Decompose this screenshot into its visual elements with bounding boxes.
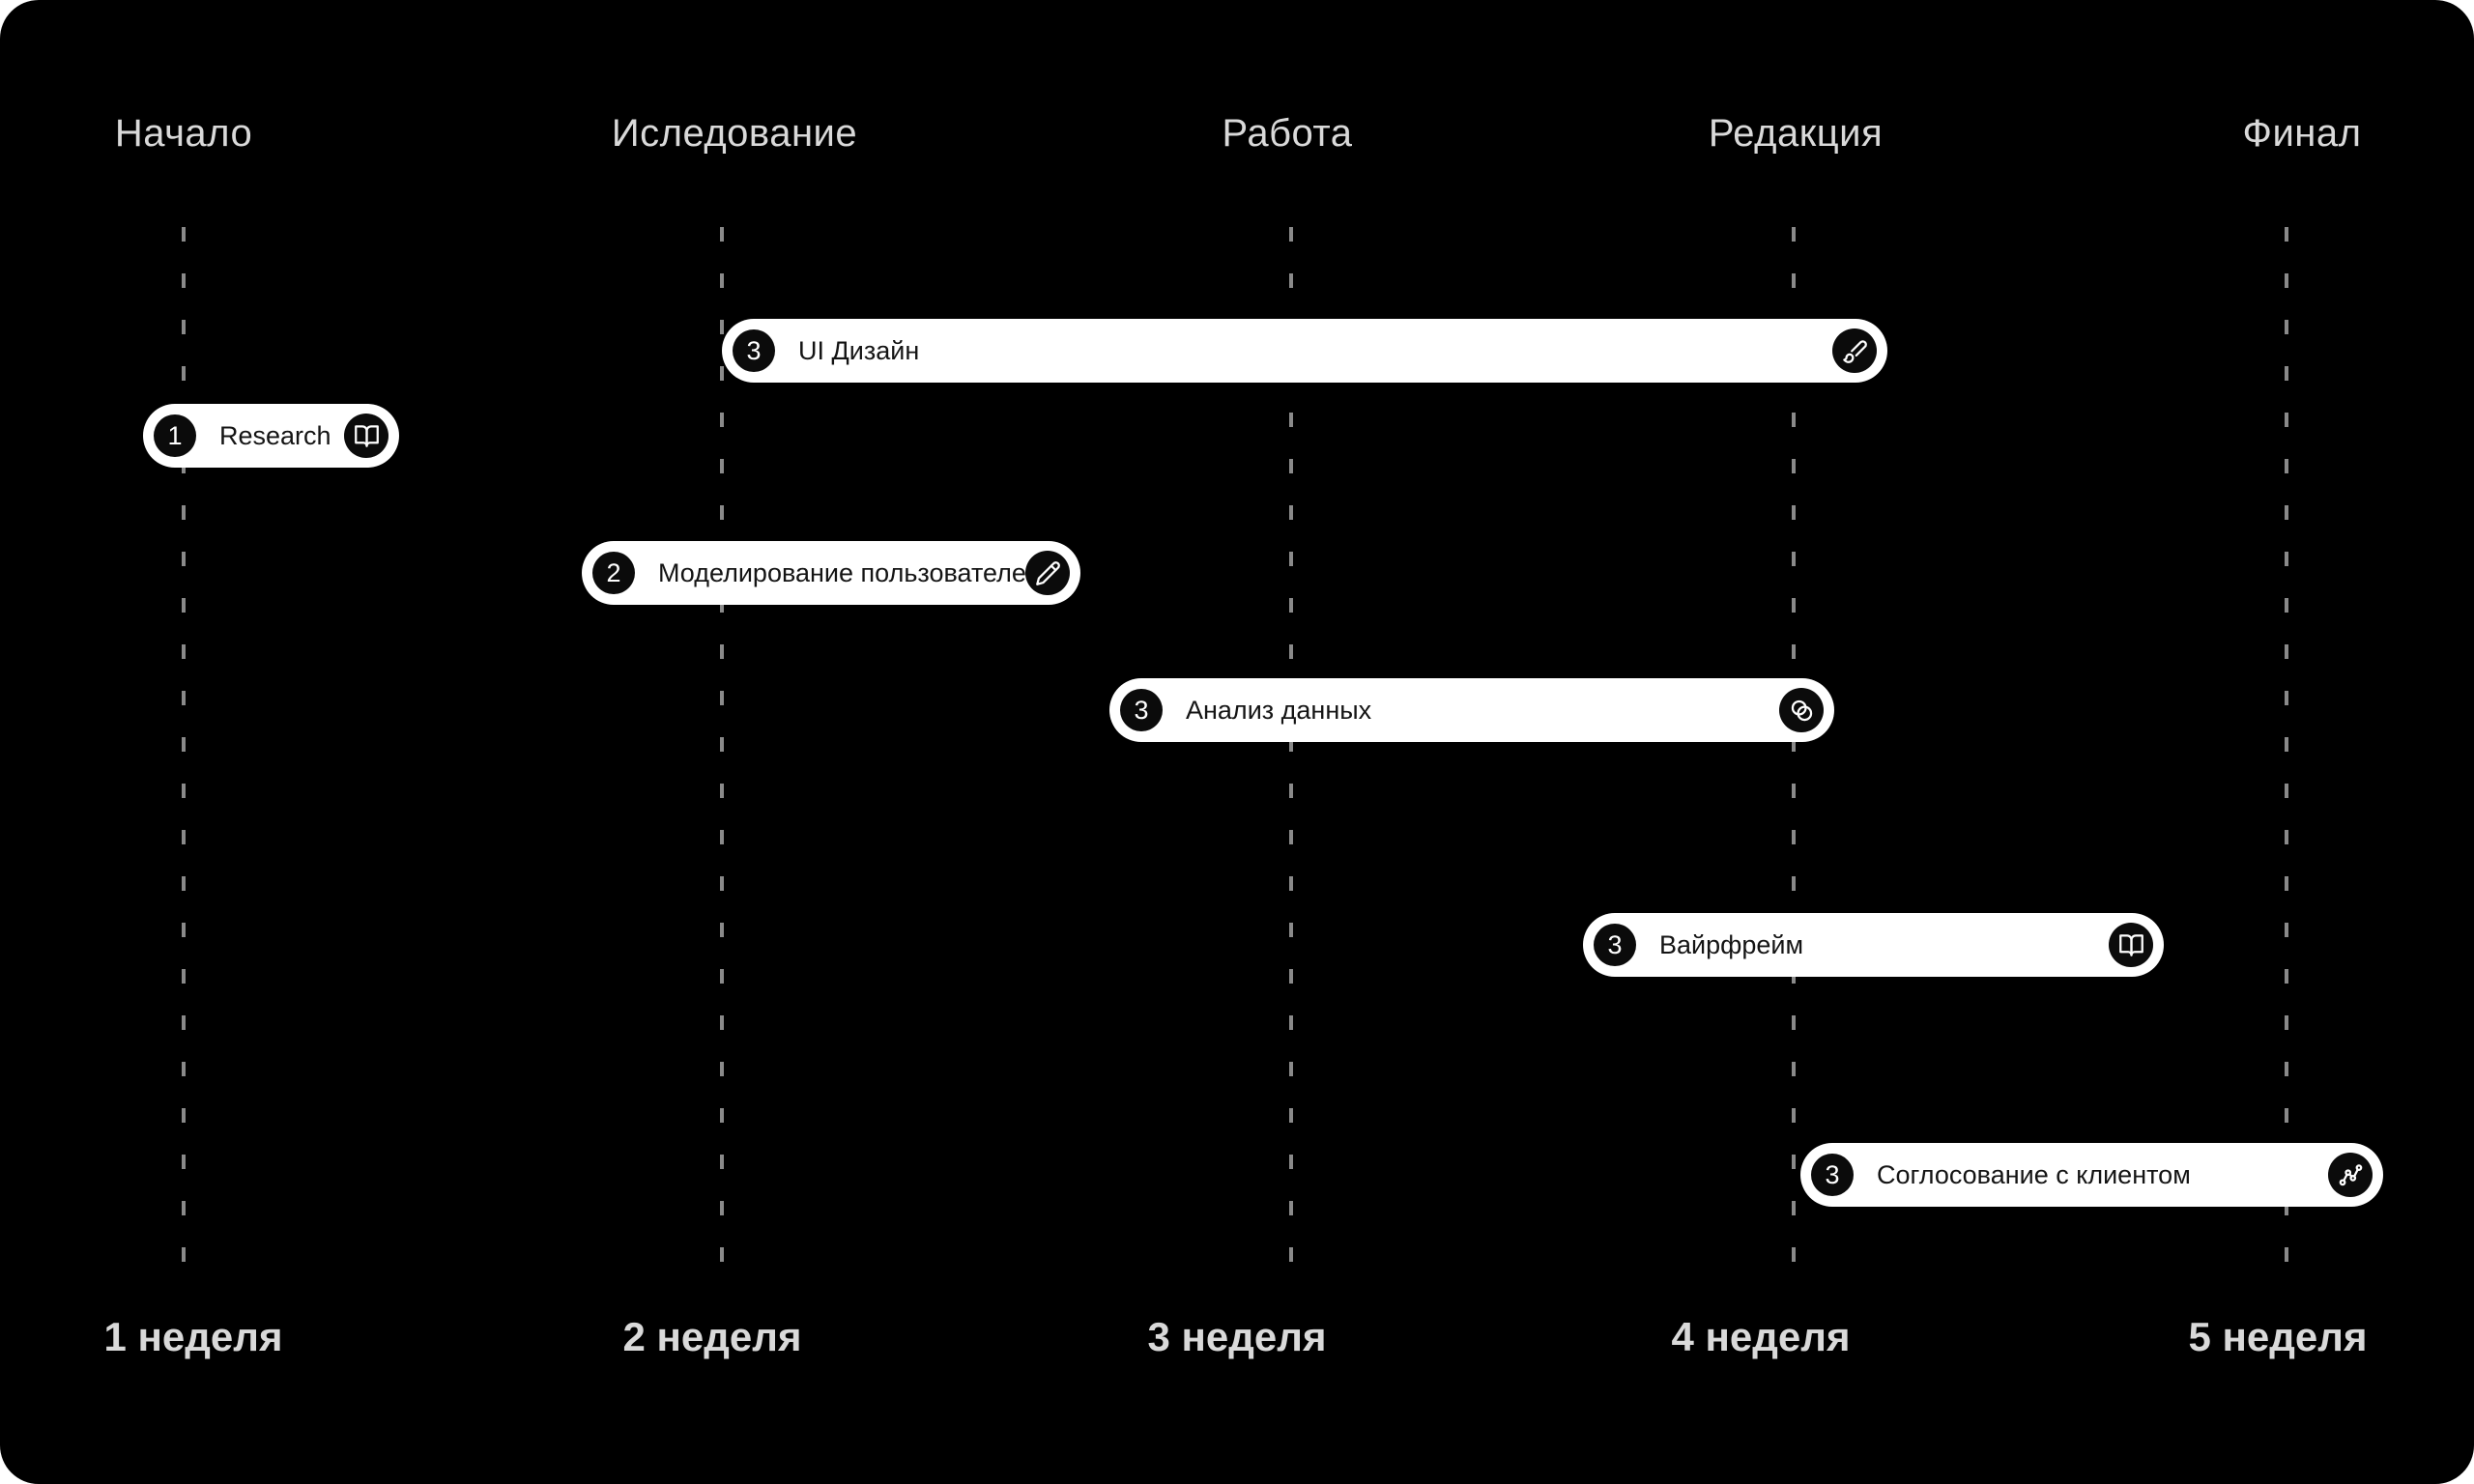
paintbrush-icon: [1832, 328, 1877, 373]
week-separator-line: [1792, 227, 1796, 1274]
blend-icon: [1779, 688, 1824, 732]
task-badge: 3: [1811, 1154, 1854, 1196]
phase-header-edit: Редакция: [1708, 112, 1884, 155]
task-research[interactable]: 1 Research: [143, 404, 399, 468]
task-badge: 3: [1594, 924, 1636, 966]
task-label: UI Дизайн: [798, 335, 920, 365]
pencil-icon: [1025, 551, 1070, 595]
task-badge: 2: [592, 552, 635, 594]
task-label: Соглосование с клиентом: [1877, 1159, 2191, 1189]
week-separator-line: [182, 227, 186, 1274]
phase-header-start: Начало: [114, 112, 253, 155]
task-label: Research: [219, 420, 331, 450]
week-label-1: 1 неделя: [103, 1314, 283, 1359]
task-client-approval[interactable]: 3 Соглосование с клиентом: [1800, 1143, 2383, 1207]
task-label: Моделирование пользователей: [658, 557, 1041, 587]
week-label-5: 5 неделя: [2188, 1314, 2368, 1359]
week-separator-line: [1289, 227, 1293, 1274]
week-separator-line: [2285, 227, 2288, 1274]
book-open-icon: [344, 414, 388, 458]
task-badge: 1: [154, 414, 196, 457]
week-label-4: 4 неделя: [1671, 1314, 1851, 1359]
week-label-3: 3 неделя: [1147, 1314, 1327, 1359]
task-badge: 3: [1120, 689, 1163, 731]
phase-header-research: Иследование: [611, 112, 858, 155]
waypoints-icon: [2328, 1153, 2373, 1197]
task-wireframe[interactable]: 3 Вайрфрейм: [1583, 913, 2164, 977]
week-label-2: 2 неделя: [622, 1314, 802, 1359]
book-open-icon: [2109, 923, 2153, 967]
week-separator-line: [720, 227, 724, 1274]
phase-header-work: Работа: [1222, 112, 1353, 155]
task-label: Вайрфрейм: [1659, 929, 1804, 959]
task-badge: 3: [733, 329, 775, 372]
task-user-modeling[interactable]: 2 Моделирование пользователей: [582, 541, 1080, 605]
phase-header-final: Финал: [2242, 112, 2362, 155]
task-data-analysis[interactable]: 3 Анализ данных: [1109, 678, 1834, 742]
task-label: Анализ данных: [1186, 695, 1372, 725]
task-ui-design[interactable]: 3 UI Дизайн: [722, 319, 1887, 383]
